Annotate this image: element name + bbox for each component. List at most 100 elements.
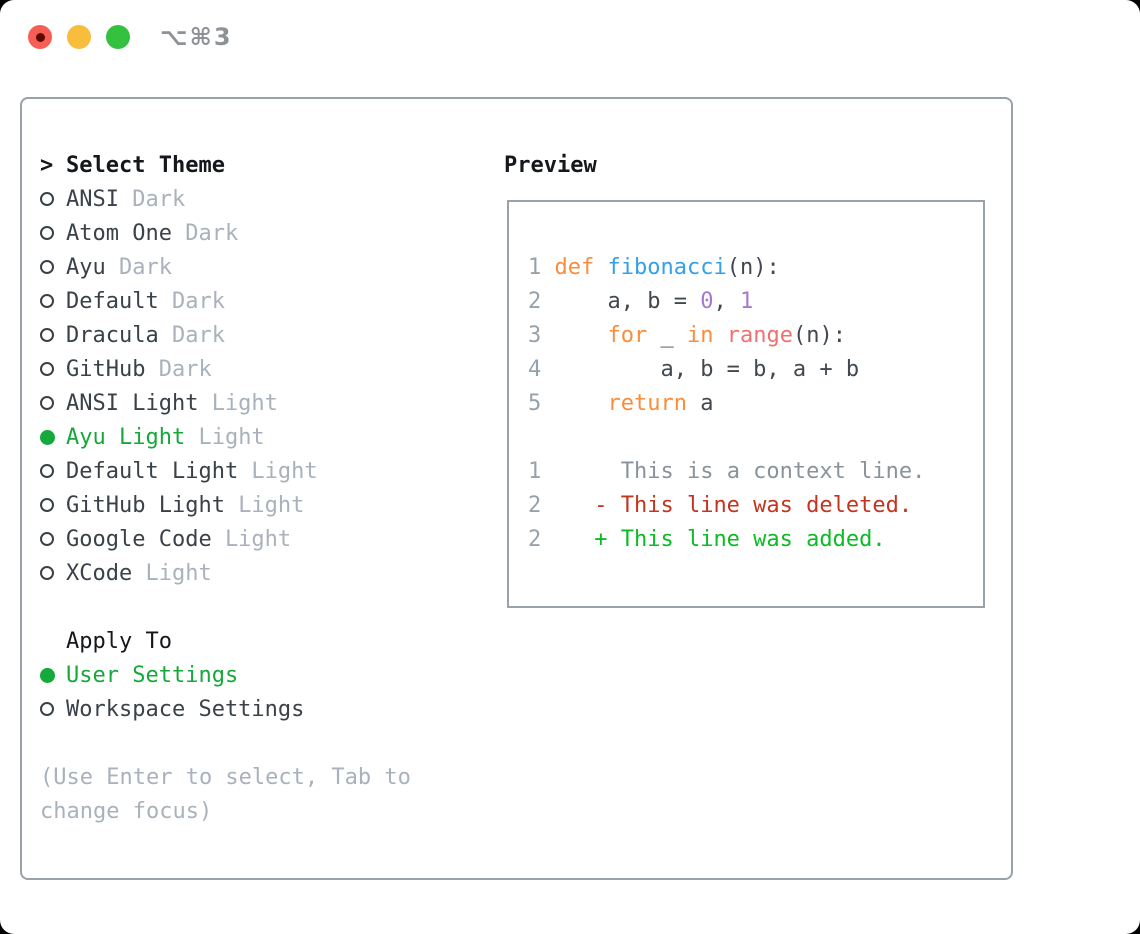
code-segment: in [686,322,714,348]
code-segment: 5 [528,390,555,416]
variant-tag: Light [251,458,318,484]
radio-cell [40,192,66,206]
code-segment: , [713,288,740,314]
code-segment: range [726,322,793,348]
radio-icon [40,226,54,240]
code-segment: 0 [700,288,714,314]
option-label: Ayu [66,254,106,280]
code-line: 5 return a [528,386,983,420]
radio-icon [40,192,54,206]
code-line: 2 a, b = 0, 1 [528,284,983,318]
code-segment [555,323,608,348]
variant-tag: Dark [171,322,225,348]
variant-tag: Dark [158,356,212,382]
radio-cell [40,260,66,274]
code-segment: 2 [528,492,542,518]
code-segment: 1 [528,254,555,280]
option-label: Default [66,288,159,314]
code-line [528,420,983,454]
code-segment [541,527,594,552]
variant-tag: Light [238,492,305,518]
select-theme-header: >Select Theme [40,148,411,182]
radio-cell [40,702,66,716]
radio-icon [40,396,54,410]
code-segment [555,391,608,416]
theme-option-github-dark[interactable]: GitHub Dark [40,352,411,386]
spacer-row [40,726,411,760]
radio-selected-icon [40,429,55,445]
code-segment: 2 [528,288,555,314]
option-label: XCode [66,560,133,586]
radio-cell [40,294,66,308]
variant-tag: Dark [171,288,225,314]
zoom-button[interactable] [106,25,130,49]
variant-tag: Dark [185,220,239,246]
variant-tag: Light [211,390,278,416]
code-segment: 1 [739,288,754,314]
code-segment [541,493,594,518]
radio-cell [40,362,66,376]
code-segment [541,459,620,484]
code-segment: 1 [528,458,542,484]
code-line: 2 + This line was added. [528,522,983,556]
close-indicator-dot [35,32,45,42]
option-label: Google Code [66,526,212,552]
code-line: 1 def fibonacci(n): [528,250,983,284]
apply-to-option-user-settings[interactable]: User Settings [40,658,411,692]
minimize-button[interactable] [67,25,91,49]
code-segment: - This line was deleted. [594,492,913,518]
radio-icon [40,464,54,478]
variant-tag: Dark [132,186,186,212]
radio-cell [40,566,66,580]
theme-option-google-code-light[interactable]: Google Code Light [40,522,411,556]
prompt-icon: > [40,152,54,178]
theme-option-default-dark[interactable]: Default Dark [40,284,411,318]
radio-cell [40,396,66,410]
radio-icon [40,328,54,342]
close-button[interactable] [28,25,52,49]
radio-icon [40,294,54,308]
option-label: GitHub [66,356,146,382]
code-segment: 3 [528,322,555,348]
code-segment: a, b = [554,288,701,314]
preview-header: Preview [504,152,597,178]
radio-cell [40,667,66,683]
radio-cell [40,429,66,445]
radio-icon [40,702,54,716]
theme-option-atom-one-dark[interactable]: Atom One Dark [40,216,411,250]
option-label: Atom One [66,220,172,246]
radio-cell [40,226,66,240]
code-segment: for [607,322,648,348]
code-line: 4 a, b = b, a + b [528,352,983,386]
radio-icon [40,260,54,274]
code-segment: return [607,390,687,416]
apply-to-title: Apply To [66,628,172,654]
hint-line-1: (Use Enter to select, Tab to [40,764,411,790]
radio-cell [40,498,66,512]
theme-option-ansi-light-light[interactable]: ANSI Light Light [40,386,411,420]
option-label: ANSI Light [66,390,199,416]
code-segment: a [686,390,714,416]
code-line: 2 - This line was deleted. [528,488,983,522]
apply-to-header: Apply To [40,624,411,658]
code-segment: This is a context line. [620,458,926,484]
code-segment [713,323,726,348]
variant-tag: Light [224,526,292,552]
titlebar: ⌥⌘3 [0,0,1140,74]
option-label: Workspace Settings [66,696,305,722]
variant-tag: Light [145,560,212,586]
theme-option-xcode-light[interactable]: XCode Light [40,556,411,590]
radio-icon [40,362,54,376]
apply-to-option-workspace-settings[interactable]: Workspace Settings [40,692,411,726]
